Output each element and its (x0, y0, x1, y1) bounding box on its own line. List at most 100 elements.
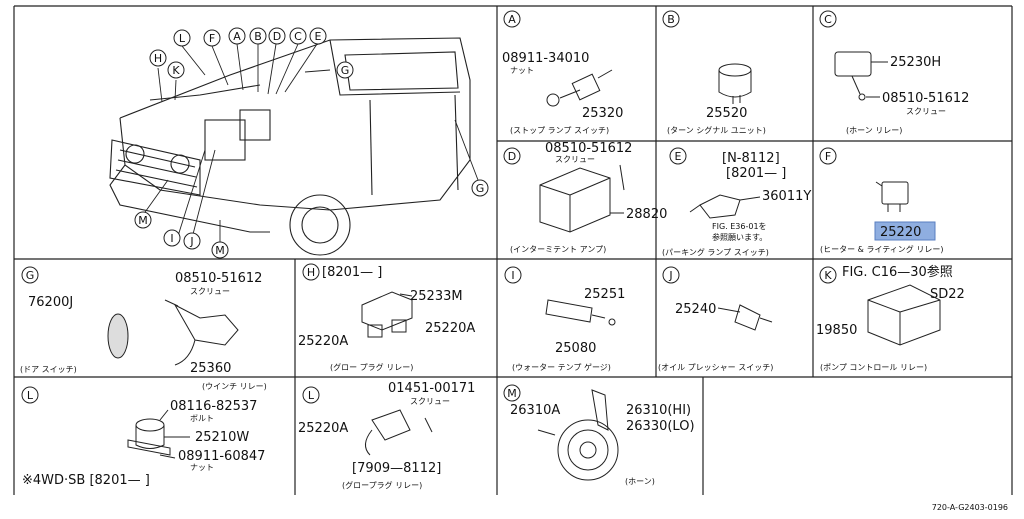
svg-text:I: I (511, 269, 514, 282)
svg-text:E: E (675, 150, 682, 163)
part-number: 25210W (195, 430, 249, 445)
section-G: G 08510-51612 スクリュー 76200J 25360 (ドア スイッ… (20, 266, 262, 376)
svg-text:K: K (172, 64, 180, 77)
callout-K: K (167, 61, 185, 79)
part-number: 25220 (880, 225, 921, 240)
section-caption: (ホーン) (625, 477, 655, 486)
section-caption: (インターミテント アンプ) (510, 245, 606, 254)
svg-text:[7909—8112]: [7909—8112] (352, 461, 441, 476)
part-number: 25220A (298, 334, 348, 349)
part-number: 25251 (584, 287, 625, 302)
svg-text:FIG. C16—30参照: FIG. C16—30参照 (842, 264, 953, 280)
parking-lamp-switch-drawing (689, 194, 761, 219)
part-number: 25220A (298, 421, 348, 436)
svg-text:[8201— ]: [8201— ] (726, 166, 786, 181)
section-M: M 26310A 26310(HI) 26330(LO) (ホーン) (503, 384, 695, 486)
vehicle-callouts: L F A B D C E H K G G M I J M (134, 27, 489, 259)
section-I: I 25251 25080 (ウォーター テンプ ゲージ) (504, 266, 625, 372)
frame-lines (13, 5, 1013, 495)
svg-text:H: H (154, 52, 162, 65)
callout-G-top: G (336, 61, 354, 79)
callout-M-left: M (134, 211, 152, 229)
section-C: C 25230H 08510-51612 スクリュー (ホーン リレー) (819, 10, 969, 135)
section-H: H [8201— ] 25233M 25220A 25220A (グロー プラグ… (298, 263, 475, 372)
winch-relay-drawing (127, 409, 190, 459)
svg-text:※4WD·SB [8201— ]: ※4WD·SB [8201— ] (22, 473, 150, 488)
svg-text:FIG. E36-01を: FIG. E36-01を (712, 222, 767, 231)
part-number: 08510-51612 (545, 141, 632, 156)
svg-text:F: F (825, 150, 831, 163)
svg-text:C: C (294, 30, 302, 43)
callout-L: L (173, 29, 191, 47)
svg-text:L: L (27, 389, 34, 402)
part-number: 76200J (28, 295, 73, 310)
svg-text:F: F (209, 32, 215, 45)
svg-text:J: J (189, 235, 193, 248)
part-number: 19850 (816, 323, 857, 338)
svg-text:スクリュー: スクリュー (190, 287, 230, 296)
svg-text:G: G (26, 269, 35, 282)
water-temp-gauge-drawing (545, 299, 616, 326)
section-caption: (ヒーター & ライティング リレー) (820, 244, 943, 254)
callout-I: I (163, 229, 181, 247)
section-caption: (オイル プレッシャー スイッチ) (658, 363, 773, 372)
section-caption: (ウォーター テンプ ゲージ) (512, 362, 611, 372)
svg-text:C: C (824, 13, 832, 26)
heater-lighting-relay-drawing (875, 181, 909, 212)
section-caption: (ストップ ランプ スイッチ) (510, 126, 609, 135)
svg-text:参照願います。: 参照願います。 (712, 232, 767, 242)
svg-text:B: B (254, 30, 262, 43)
part-number: 08911-34010 (502, 51, 589, 66)
part-number: 25520 (706, 106, 747, 121)
callout-H: H (149, 49, 167, 67)
svg-text:E: E (315, 30, 322, 43)
part-number: 25233M (410, 289, 463, 304)
part-number: 08510-51612 (175, 271, 262, 286)
section-caption: (グロープラグ リレー) (342, 480, 422, 490)
section-J: J 25240 (オイル プレッシャー スイッチ) (658, 266, 773, 372)
svg-text:A: A (233, 30, 241, 43)
section-caption: (ターン シグナル ユニット) (667, 125, 766, 135)
svg-text:ボルト: ボルト (190, 414, 214, 423)
drawing-number: 720-A-G2403-0196 (932, 503, 1008, 512)
part-number: 25230H (890, 55, 941, 70)
svg-text:A: A (508, 13, 516, 26)
intermittent-amp-drawing (539, 164, 625, 233)
svg-text:スクリュー: スクリュー (555, 155, 595, 164)
callout-A: A (228, 27, 246, 45)
part-number: 28820 (626, 207, 667, 222)
part-number: 26310(HI) (626, 403, 691, 418)
callout-F: F (203, 29, 221, 47)
horn-relay-drawing (834, 51, 888, 101)
section-caption: (ドア スイッチ) (20, 365, 77, 374)
part-number: 01451-00171 (388, 381, 475, 396)
svg-text:K: K (824, 269, 832, 282)
section-K: K FIG. C16—30参照 SD22 19850 (ポンプ コントロール リ… (816, 264, 965, 372)
part-number: 08911-60847 (178, 449, 265, 464)
glow-plug-relay-2-drawing (365, 409, 433, 456)
section-F: F 25220 (ヒーター & ライティング リレー) (819, 147, 943, 254)
section-caption: (ウインチ リレー) (202, 382, 267, 391)
section-caption: (ホーン リレー) (846, 126, 902, 135)
svg-text:D: D (273, 30, 281, 43)
horn-drawing (537, 389, 619, 481)
leader-lines (142, 43, 479, 245)
section-A: A 08911-34010 ナット 25320 (ストップ ランプ スイッチ) (502, 10, 623, 135)
svg-text:ナット: ナット (510, 66, 534, 75)
callout-E: E (309, 27, 327, 45)
svg-text:G: G (476, 182, 485, 195)
vehicle-illustration (109, 37, 471, 256)
part-number: 36011Y (762, 189, 811, 204)
svg-text:G: G (341, 64, 350, 77)
part-number: 25320 (582, 106, 623, 121)
svg-text:J: J (668, 269, 672, 282)
pump-control-relay-drawing (867, 284, 941, 346)
part-number: 25360 (190, 361, 231, 376)
callout-M-right: M (211, 241, 229, 259)
callout-J: J (183, 232, 201, 250)
stop-lamp-switch-drawing (546, 69, 613, 107)
part-number: 25080 (555, 341, 596, 356)
svg-text:D: D (508, 150, 516, 163)
svg-text:SD22: SD22 (930, 287, 965, 302)
svg-text:L: L (179, 32, 186, 45)
